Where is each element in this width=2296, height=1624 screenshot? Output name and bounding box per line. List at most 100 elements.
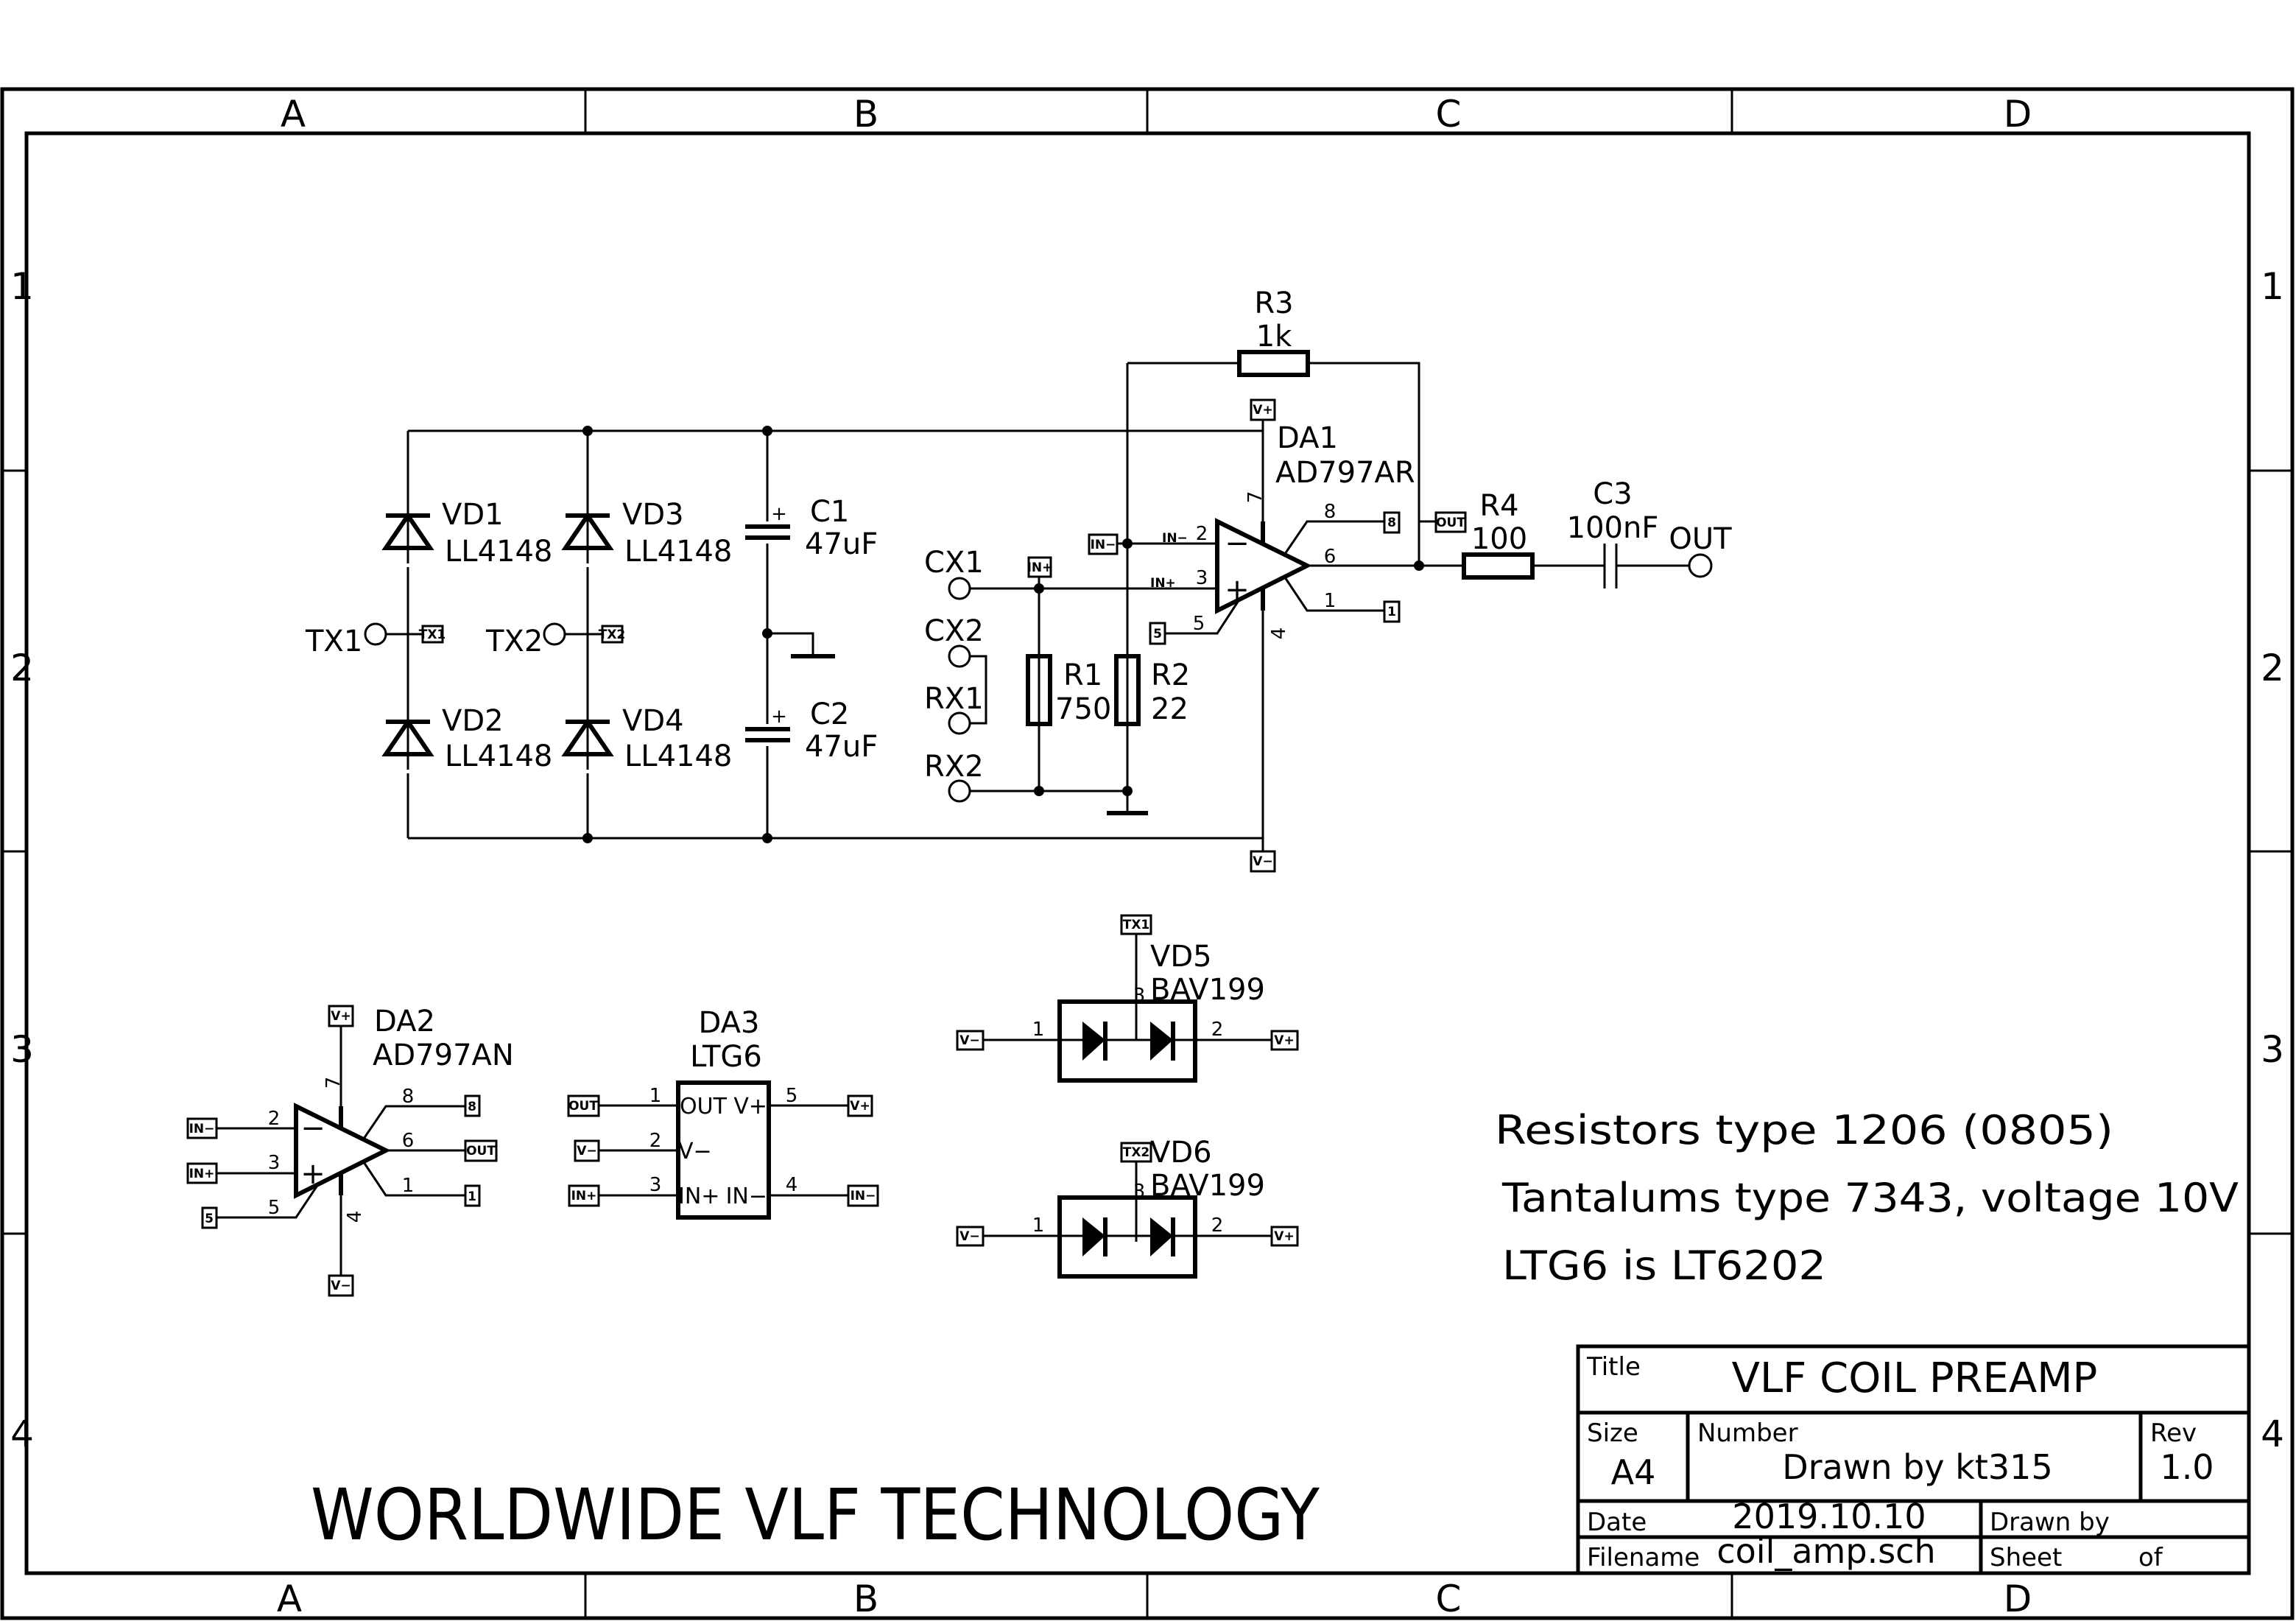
row-label-left: 2: [10, 647, 34, 689]
capacitor-c3[interactable]: C3 100nF: [1567, 477, 1659, 588]
net-label: OUT: [568, 1099, 598, 1114]
component-value: 100nF: [1567, 511, 1659, 545]
drawn-by-label: Drawn by: [1990, 1508, 2110, 1537]
net-label-box: [464, 1184, 481, 1207]
connector-rx1[interactable]: RX1: [924, 682, 984, 735]
capacitor-c2[interactable]: + C2 47uF: [742, 697, 878, 764]
terminal-tx1[interactable]: TX1 TX1: [305, 622, 446, 658]
diode-vd1[interactable]: VD1 LL4148: [381, 497, 552, 569]
net-label-box: [956, 1030, 985, 1051]
diode-vd3[interactable]: VD3 LL4148: [561, 497, 732, 569]
net-label: 8: [468, 1100, 476, 1114]
component-value: 22: [1151, 692, 1189, 726]
pin-name: IN−: [726, 1184, 767, 1209]
drawing-number: Drawn by kt315: [1782, 1447, 2052, 1487]
column-label-top: D: [2004, 93, 2032, 136]
pin-number: 1: [1324, 590, 1337, 612]
pin-name: IN+: [1150, 576, 1176, 591]
diode-array-vd5[interactable]: TX1 VD5 BAV199 3 1 2 V− V+: [956, 914, 1299, 1083]
ic-da3[interactable]: DA3 LTG6 OUT 1 OUT V− 2 V− IN+ 3 IN+ V+ …: [567, 1006, 879, 1220]
title-block: Title VLF COIL PREAMP Size A4 Number Dra…: [1576, 1344, 2251, 1575]
row-label-right: 1: [2261, 265, 2284, 308]
cx2-rx1-link-wire[interactable]: [970, 655, 987, 725]
component-ref: C1: [810, 495, 849, 529]
diode-array-vd6[interactable]: TX2 VD6 BAV199 3 1 2 V− V+: [956, 1136, 1299, 1279]
junction-dot: [582, 833, 593, 843]
pin1-wire[interactable]: [1283, 577, 1384, 612]
net-label: TX2: [599, 628, 626, 642]
connector-cx2[interactable]: CX2: [924, 614, 984, 668]
net-label-box: [567, 1094, 600, 1117]
net-label-box: [328, 1005, 354, 1027]
component-value: LTG6: [690, 1040, 762, 1074]
component-value: LL4148: [445, 739, 552, 773]
pin-number: 5: [268, 1197, 281, 1219]
terminal-circle-icon: [948, 644, 971, 668]
pin-number: 8: [402, 1086, 415, 1108]
pin-number: 2: [1211, 1215, 1224, 1237]
resistor-r1[interactable]: R1 750: [1026, 654, 1111, 726]
opamp-da2[interactable]: V+ V− − + IN− 2 IN+ 3 5 5 7 4 8 8 OUT: [186, 1005, 514, 1297]
pin-number: 6: [402, 1130, 415, 1152]
diode-vd2[interactable]: VD2 LL4148: [381, 703, 552, 773]
pin-number: 7: [1244, 491, 1267, 504]
connector-label: CX2: [924, 614, 984, 648]
resistor-r4[interactable]: R4 100: [1462, 489, 1535, 580]
diode-vd4[interactable]: VD4 LL4148: [561, 703, 732, 773]
terminal-circle-icon: [948, 711, 971, 735]
pin-number: 4: [344, 1211, 366, 1223]
pin-number: 7: [323, 1077, 345, 1089]
row-label-left: 4: [10, 1413, 34, 1455]
net-label-box: [464, 1094, 481, 1117]
net-label-box: [847, 1184, 879, 1207]
pin-number: 2: [1196, 523, 1208, 545]
component-ref: R1: [1063, 658, 1102, 692]
terminal-tx2[interactable]: TX2 TX2: [485, 622, 626, 658]
note-line: Resistors type 1206 (0805): [1495, 1107, 2113, 1153]
capacitor-c1[interactable]: + C1 47uF: [742, 495, 878, 561]
resistor-r3[interactable]: R3 1k: [1237, 287, 1310, 377]
connector-rx2[interactable]: RX2: [924, 750, 984, 803]
net-label-box: [1270, 1226, 1299, 1247]
net-label-box: [601, 625, 624, 644]
filename: coil_amp.sch: [1716, 1531, 1935, 1571]
junction-dot: [762, 426, 772, 436]
component-ref: R4: [1479, 489, 1518, 523]
diode-icon: [1082, 1022, 1105, 1061]
net-label-box: [186, 1162, 218, 1184]
terminal-circle-icon: [1688, 553, 1713, 578]
resistor-r2[interactable]: R2 22: [1114, 654, 1190, 726]
net-label: V−: [577, 1144, 596, 1159]
notes: Resistors type 1206 (0805) Tantalums typ…: [1495, 1107, 2239, 1289]
connector-cx1[interactable]: CX1: [924, 546, 984, 600]
component-ref: R2: [1151, 658, 1190, 692]
pin-number: 3: [268, 1152, 281, 1174]
pin-number: 1: [649, 1085, 662, 1107]
size-label: Size: [1587, 1419, 1638, 1448]
net-label-box: [1027, 556, 1052, 578]
ground-wire[interactable]: [767, 632, 814, 656]
pin5-wire[interactable]: [1175, 599, 1241, 635]
pin-number: 4: [786, 1174, 798, 1196]
feedback-wire[interactable]: [1308, 362, 1420, 566]
note-line: Tantalums type 7343, voltage 10V: [1501, 1175, 2239, 1221]
pin-number: 2: [649, 1130, 662, 1152]
net-label: 8: [1387, 516, 1396, 530]
net-label: IN+: [571, 1189, 597, 1203]
component-value: LL4148: [445, 535, 552, 569]
net-label-box: [186, 1117, 218, 1139]
rev-label: Rev: [2150, 1419, 2197, 1448]
column-label-top: A: [281, 93, 306, 136]
net-label-box: [1434, 511, 1467, 533]
output-terminal[interactable]: OUT: [1669, 522, 1732, 578]
noninverting-mark: +: [300, 1157, 325, 1191]
pin-number: 8: [1324, 501, 1337, 523]
net-label-box: [328, 1274, 354, 1297]
component-ref: DA1: [1277, 421, 1338, 455]
component-ref: VD4: [622, 704, 684, 738]
net-label-box: [1250, 398, 1276, 421]
net-label: V+: [850, 1099, 870, 1114]
net-label: IN+: [189, 1167, 215, 1181]
pin8-wire[interactable]: [1283, 520, 1384, 555]
opamp-da1[interactable]: V+ V− − + 2 3 IN− IN+ 7 4 8 8 6 1: [1149, 398, 1464, 873]
